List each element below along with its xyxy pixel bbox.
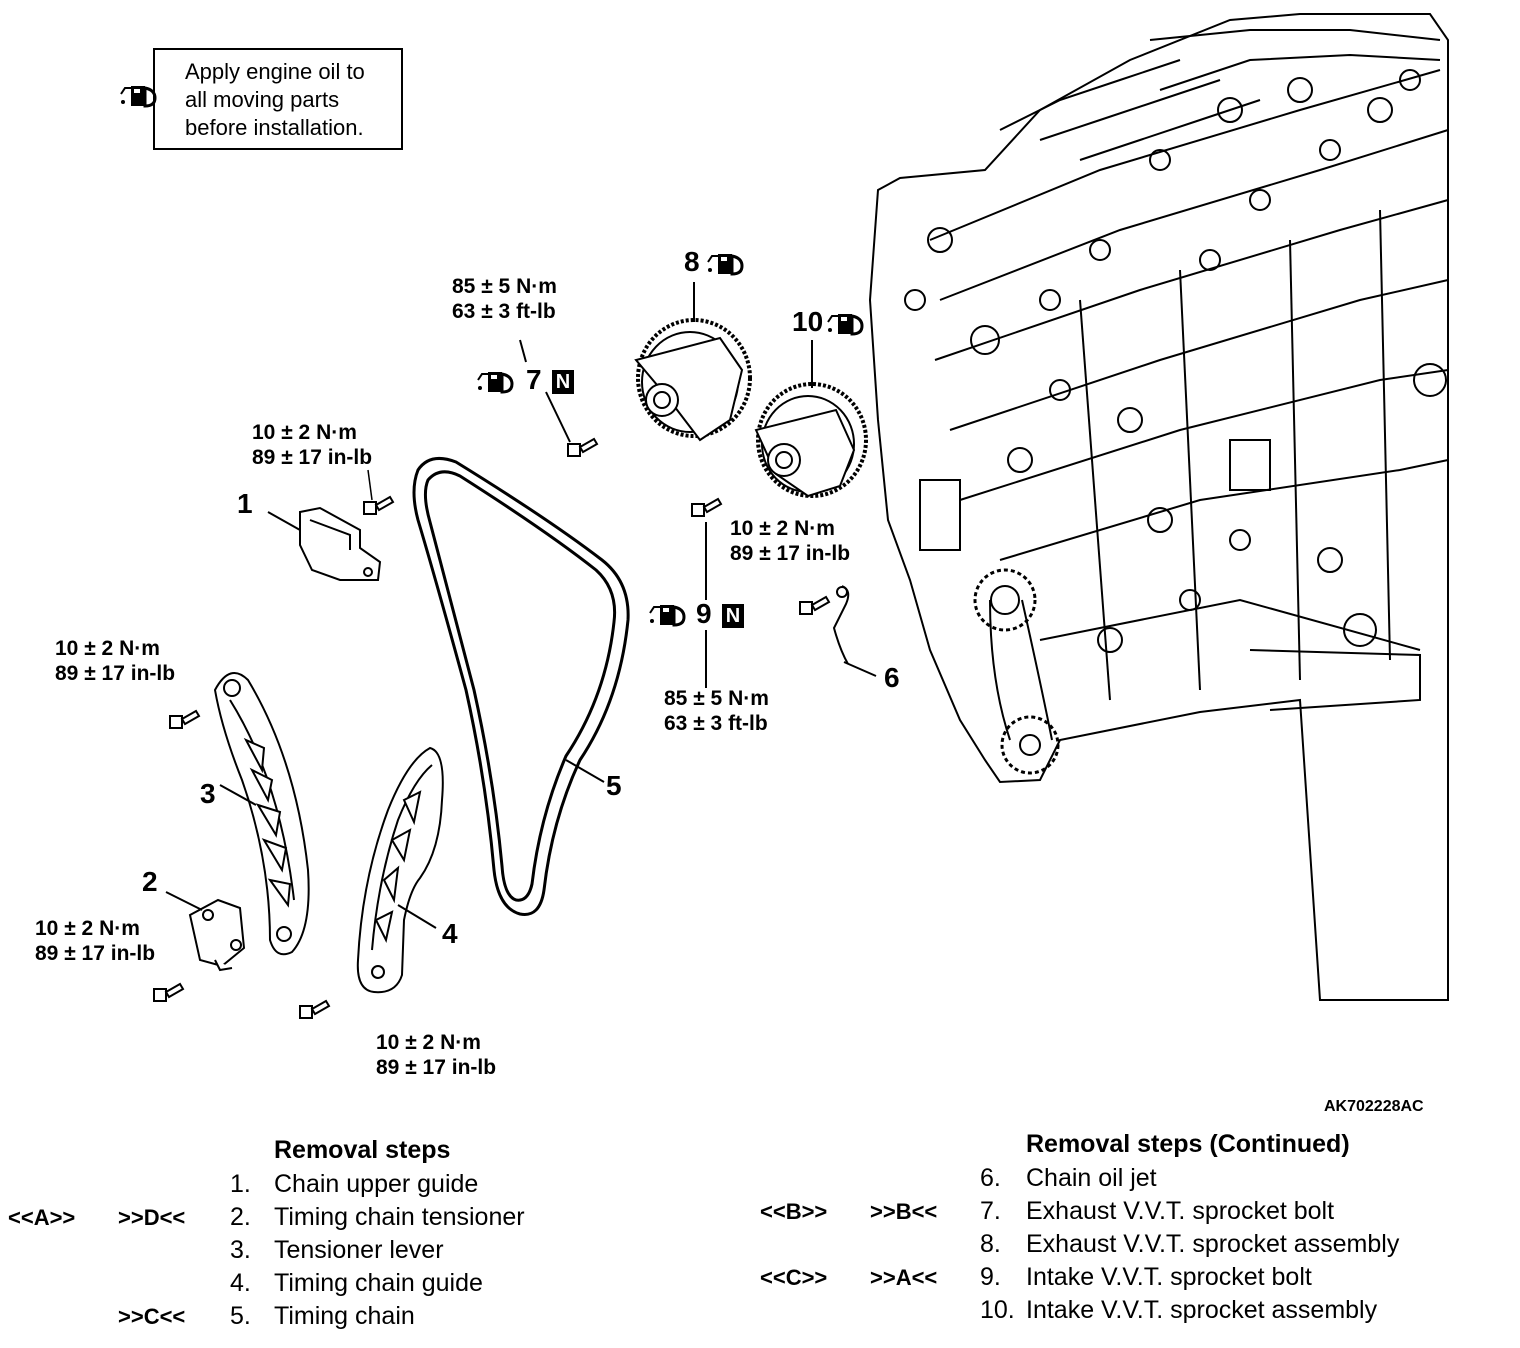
torque-imperial: 89 ± 17 in-lb — [252, 446, 373, 469]
step-label: Timing chain — [274, 1302, 415, 1330]
torque-imperial: 89 ± 17 in-lb — [35, 942, 156, 965]
callout-6: 6 — [884, 662, 900, 693]
note-line: all moving parts — [185, 87, 340, 112]
removal-step-row: 10. Intake V.V.T. sprocket assembly — [750, 1294, 1510, 1327]
torque-imperial: 89 ± 17 in-lb — [55, 662, 176, 685]
step-number: 1. — [230, 1170, 251, 1198]
step-label: Timing chain guide — [274, 1269, 483, 1297]
install-ref: >>B<< — [870, 1199, 938, 1224]
removal-step-row: >>C<< 5. Timing chain — [0, 1300, 700, 1333]
torque-imperial: 89 ± 17 in-lb — [730, 542, 851, 565]
timing-chain-shape — [412, 456, 630, 916]
engine-oil-can-icon — [119, 84, 157, 108]
removal-steps-title: Removal steps — [274, 1136, 451, 1164]
torque-metric: 10 ± 2 N·m — [252, 421, 357, 444]
torque-spec-tensioner: 10 ± 2 N·m 89 ± 17 in-lb — [35, 916, 155, 966]
timing-chain-guide-shape — [356, 746, 444, 994]
figure-id: AK702228AC — [1324, 1098, 1424, 1115]
install-ref: >>D<< — [118, 1205, 186, 1230]
chain-upper-guide-shape — [299, 506, 382, 581]
removal-step-row: 1. Chain upper guide — [0, 1168, 700, 1201]
step-number: 8. — [980, 1230, 1001, 1258]
callout-3: 3 — [200, 778, 216, 809]
torque-metric: 85 ± 5 N·m — [452, 275, 557, 298]
install-ref: >>C<< — [118, 1304, 186, 1329]
chain-oil-jet-shape — [832, 585, 850, 665]
removal-step-row: <<B>> >>B<< 7. Exhaust V.V.T. sprocket b… — [750, 1195, 1510, 1228]
callout-10: 10 — [792, 306, 824, 337]
torque-metric: 10 ± 2 N·m — [35, 917, 140, 940]
intake-vvt-sprocket-shape — [754, 382, 868, 498]
callout-7: 7 — [526, 364, 542, 395]
removal-steps-continued-title: Removal steps (Continued) — [1026, 1130, 1350, 1158]
torque-spec-85-top: 85 ± 5 N·m 63 ± 3 ft-lb — [452, 274, 557, 324]
step-label: Chain upper guide — [274, 1170, 479, 1198]
timing-chain-tensioner-shape — [188, 898, 246, 972]
torque-imperial: 63 ± 3 ft-lb — [664, 712, 768, 735]
torque-spec-85-bottom: 85 ± 5 N·m 63 ± 3 ft-lb — [664, 686, 769, 736]
note-line: before installation. — [185, 115, 364, 140]
torque-metric: 85 ± 5 N·m — [664, 687, 769, 710]
step-label: Intake V.V.T. sprocket bolt — [1026, 1263, 1312, 1291]
step-label: Chain oil jet — [1026, 1164, 1157, 1192]
torque-imperial: 89 ± 17 in-lb — [376, 1056, 497, 1079]
step-label: Exhaust V.V.T. sprocket bolt — [1026, 1197, 1335, 1225]
step-label: Exhaust V.V.T. sprocket assembly — [1026, 1230, 1400, 1258]
step-number: 2. — [230, 1203, 251, 1231]
tensioner-lever-shape — [213, 671, 310, 956]
removal-step-row: 4. Timing chain guide — [0, 1267, 700, 1300]
torque-metric: 10 ± 2 N·m — [376, 1031, 481, 1054]
callout-2: 2 — [142, 866, 158, 897]
install-ref: >>A<< — [870, 1265, 938, 1290]
callout-8: 8 — [684, 246, 700, 277]
engine-block — [868, 13, 1449, 1001]
removal-step-row: 3. Tensioner lever — [0, 1234, 700, 1267]
step-number: 5. — [230, 1302, 251, 1330]
step-number: 4. — [230, 1269, 251, 1297]
removal-step-row: 6. Chain oil jet — [750, 1162, 1510, 1195]
note-text: Apply engine oil to all moving parts bef… — [185, 58, 365, 142]
torque-metric: 10 ± 2 N·m — [55, 637, 160, 660]
torque-spec-chain-guide: 10 ± 2 N·m 89 ± 17 in-lb — [376, 1030, 496, 1080]
new-part-mark-7: N — [555, 371, 571, 393]
callout-5: 5 — [606, 770, 622, 801]
torque-spec-upper-guide: 10 ± 2 N·m 89 ± 17 in-lb — [252, 420, 372, 470]
torque-spec-tensioner-lever: 10 ± 2 N·m 89 ± 17 in-lb — [55, 636, 175, 686]
step-number: 10. — [980, 1296, 1015, 1324]
removal-ref: <<A>> — [8, 1205, 76, 1230]
new-part-mark-9: N — [725, 605, 741, 627]
callout-9: 9 — [696, 598, 712, 629]
removal-step-row: 8. Exhaust V.V.T. sprocket assembly — [750, 1228, 1510, 1261]
step-number: 7. — [980, 1197, 1001, 1225]
callout-4: 4 — [442, 918, 458, 949]
removal-step-row: <<C>> >>A<< 9. Intake V.V.T. sprocket bo… — [750, 1261, 1510, 1294]
note-box: Apply engine oil to all moving parts bef… — [119, 48, 403, 150]
step-label: Timing chain tensioner — [274, 1203, 525, 1231]
exhaust-vvt-sprocket-shape — [634, 318, 752, 442]
step-number: 6. — [980, 1164, 1001, 1192]
note-line: Apply engine oil to — [185, 59, 365, 84]
callout-1: 1 — [237, 488, 253, 519]
step-number: 3. — [230, 1236, 251, 1264]
torque-metric: 10 ± 2 N·m — [730, 517, 835, 540]
torque-imperial: 63 ± 3 ft-lb — [452, 300, 556, 323]
step-label: Intake V.V.T. sprocket assembly — [1026, 1296, 1378, 1324]
removal-step-row: <<A>> >>D<< 2. Timing chain tensioner — [0, 1201, 700, 1234]
step-number: 9. — [980, 1263, 1001, 1291]
removal-ref: <<B>> — [760, 1199, 828, 1224]
removal-ref: <<C>> — [760, 1265, 828, 1290]
torque-spec-oil-jet: 10 ± 2 N·m 89 ± 17 in-lb — [730, 516, 850, 566]
step-label: Tensioner lever — [274, 1236, 444, 1264]
